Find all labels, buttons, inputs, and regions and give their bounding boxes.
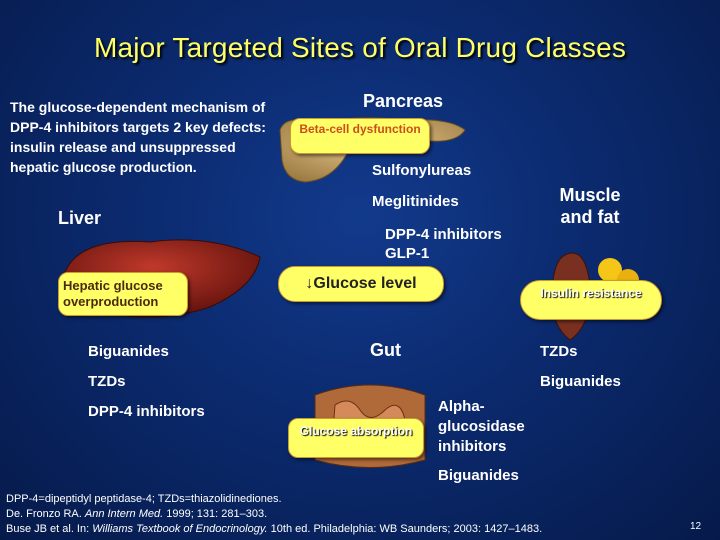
beta-cell-dysfunction-bubble: Beta-cell dysfunction (290, 118, 430, 154)
drug-meglitinides: Meglitinides (372, 193, 459, 210)
footer-reference-2: Buse JB et al. In: Williams Textbook of … (6, 523, 543, 535)
drug-dpp4-inhibitors-pancreas: DPP-4 inhibitors (385, 226, 502, 243)
drug-tzds-muscle: TZDs (540, 343, 578, 360)
gut-label: Gut (370, 340, 401, 360)
muscle-fat-label: Muscle and fat (559, 185, 621, 227)
footer-reference-1: De. Fronzo RA. Ann Intern Med. 1999; 131… (6, 508, 268, 520)
footer-references: DPP-4=dipeptidyl peptidase-4; TZDs=thiaz… (6, 492, 542, 537)
drug-glp1: GLP-1 (385, 245, 430, 262)
intro-text: The glucose-dependent mechanism of DPP-4… (10, 99, 266, 175)
glucose-level-bubble: ↓Glucose level (278, 266, 444, 302)
glucose-absorption-bubble: Glucose absorption (288, 418, 424, 458)
pancreas-label: Pancreas (363, 91, 444, 111)
insulin-resistance-bubble: Insulin resistance (520, 280, 662, 320)
hepatic-glucose-bubble: Hepatic glucose overproduction (58, 272, 188, 316)
page-number: 12 (690, 521, 702, 532)
drug-biguanides-liver: Biguanides (88, 343, 169, 360)
drug-biguanides-muscle: Biguanides (540, 373, 621, 390)
drug-biguanides-gut: Biguanides (438, 467, 519, 484)
drug-sulfonylureas: Sulfonylureas (372, 162, 472, 179)
liver-label: Liver (58, 208, 102, 228)
drug-tzds-liver: TZDs (88, 373, 126, 390)
slide-title: Major Targeted Sites of Oral Drug Classe… (93, 32, 627, 63)
drug-alpha-glucosidase-inhibitors: Alpha-glucosidase inhibitors (438, 398, 525, 455)
drug-dpp4-inhibitors-liver: DPP-4 inhibitors (88, 403, 205, 420)
footer-abbreviations: DPP-4=dipeptidyl peptidase-4; TZDs=thiaz… (6, 493, 282, 505)
